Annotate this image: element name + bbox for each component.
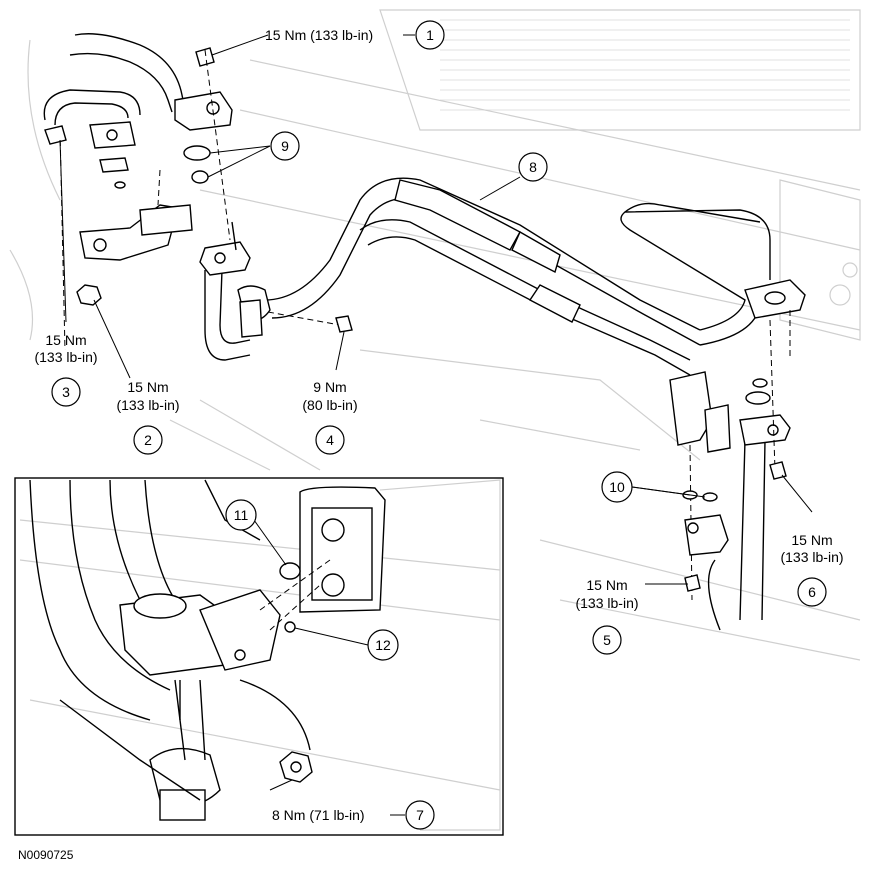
torque-spec-3-lbin: (133 lb-in) [34, 349, 97, 365]
callout-10-number: 10 [609, 479, 625, 495]
background-structure [9, 9, 861, 661]
torque-spec-1: 15 Nm (133 lb-in) [265, 27, 373, 43]
callout-3-number: 3 [62, 384, 70, 400]
torque-spec-2-lbin: (133 lb-in) [116, 397, 179, 413]
callout-3: 3 [51, 377, 81, 407]
callout-2: 2 [133, 425, 163, 455]
callout-9: 9 [270, 131, 300, 161]
torque-spec-5-lbin: (133 lb-in) [575, 595, 638, 611]
callout-5-number: 5 [603, 632, 611, 648]
torque-spec-4-lbin: (80 lb-in) [302, 397, 357, 413]
callout-7: 7 [405, 800, 435, 830]
callout-12: 12 [367, 629, 399, 661]
callout-8-number: 8 [529, 159, 537, 175]
torque-spec-6-nm: 15 Nm [791, 532, 832, 548]
callout-6-number: 6 [808, 584, 816, 600]
callout-9-number: 9 [281, 138, 289, 154]
torque-spec-2-nm: 15 Nm [127, 379, 168, 395]
callout-4: 4 [315, 425, 345, 455]
callout-10: 10 [601, 471, 633, 503]
callout-8: 8 [518, 152, 548, 182]
callout-7-number: 7 [416, 807, 424, 823]
ac-lines-main [43, 33, 771, 631]
torque-labels: 15 Nm (133 lb-in) 15 Nm (133 lb-in) 15 N… [34, 27, 843, 823]
callout-1-number: 1 [426, 27, 434, 43]
callout-11: 11 [225, 499, 257, 531]
torque-spec-3-nm: 15 Nm [45, 332, 86, 348]
callout-2-number: 2 [144, 432, 152, 448]
torque-spec-7: 8 Nm (71 lb-in) [272, 807, 365, 823]
detail-inset [14, 477, 504, 836]
callout-12-number: 12 [375, 637, 391, 653]
callout-4-number: 4 [326, 432, 334, 448]
callout-5: 5 [592, 625, 622, 655]
fittings-main [44, 47, 806, 601]
torque-spec-5-nm: 15 Nm [586, 577, 627, 593]
callout-1: 1 [415, 20, 445, 50]
figure-reference-code: N0090725 [18, 848, 74, 862]
torque-spec-4-nm: 9 Nm [313, 379, 346, 395]
torque-spec-6-lbin: (133 lb-in) [780, 549, 843, 565]
callout-6: 6 [797, 577, 827, 607]
leader-lines [59, 34, 813, 816]
callout-11-number: 11 [234, 507, 249, 523]
